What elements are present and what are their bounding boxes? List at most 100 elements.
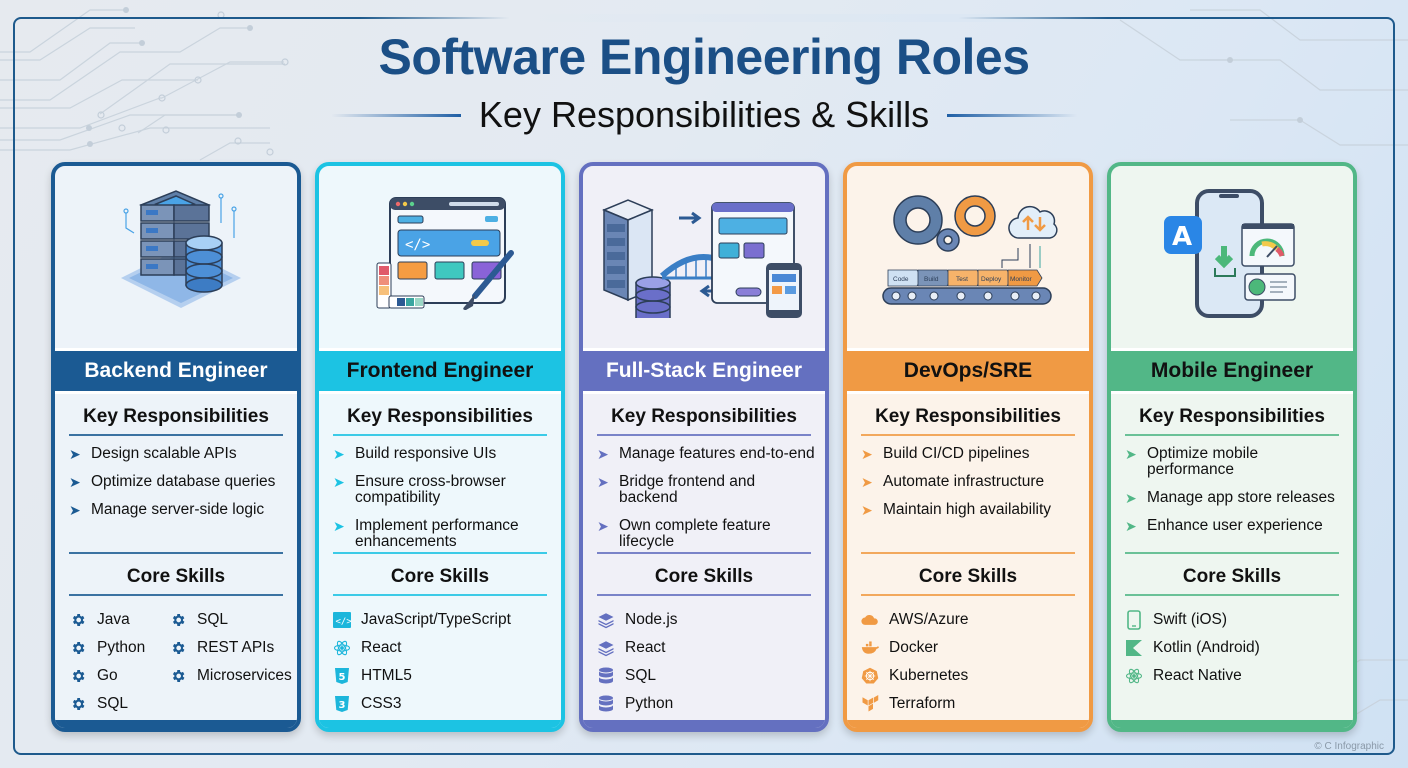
- svg-text:3: 3: [339, 700, 346, 711]
- skill-item: Swift (iOS): [1125, 606, 1343, 634]
- skill-item: </>JavaScript/TypeScript: [333, 606, 551, 634]
- list-item: ➤Enhance user experience: [1125, 517, 1323, 535]
- section-divider: [597, 552, 811, 554]
- section-divider: [861, 434, 1075, 436]
- skill-item: Microservices: [169, 662, 292, 690]
- svg-text:Test: Test: [956, 276, 968, 283]
- svg-text:A: A: [1172, 222, 1192, 252]
- list-item: ➤Design scalable APIs: [69, 445, 237, 463]
- svg-text:Code: Code: [893, 276, 909, 283]
- svg-text:</>: </>: [405, 237, 430, 253]
- section-divider: [333, 434, 547, 436]
- arrow-bullet-icon: ➤: [597, 474, 609, 490]
- server-bridge-client-illustration: [583, 166, 825, 340]
- skill-item: SQL: [69, 690, 169, 718]
- card-backend-engineer: Backend Engineer Key Responsibilities ➤D…: [51, 162, 301, 732]
- css3-shield-icon: 3: [333, 695, 351, 713]
- subtitle-divider-right: [947, 113, 1078, 117]
- frame-top-fade: [360, 14, 1108, 22]
- arrow-bullet-icon: ➤: [861, 474, 873, 490]
- card-devops-sre: Code Build Test Deploy Monitor DevOps/SR…: [843, 162, 1093, 732]
- code-icon: </>: [333, 611, 351, 629]
- section-divider: [1125, 552, 1339, 554]
- page-title: Software Engineering Roles: [378, 29, 1030, 85]
- role-title: Backend Engineer: [55, 348, 297, 394]
- arrow-bullet-icon: ➤: [69, 446, 81, 462]
- skills-heading: Core Skills: [1182, 566, 1282, 587]
- responsibilities-list: ➤Build CI/CD pipelines ➤Automate infrast…: [847, 436, 1089, 548]
- responsibilities-list: ➤Design scalable APIs ➤Optimize database…: [55, 436, 297, 548]
- list-item: ➤Manage server-side logic: [69, 501, 265, 519]
- list-item: ➤Own complete feature lifecycle: [597, 517, 771, 550]
- skill-item: SQL: [169, 606, 289, 634]
- responsibilities-heading: Key Responsibilities: [83, 406, 269, 427]
- skills-list: Java Python Go SQL SQL REST APIs Microse…: [69, 606, 292, 718]
- svg-text:5: 5: [339, 672, 346, 683]
- svg-text:Build: Build: [924, 276, 939, 283]
- skill-item: React Native: [1125, 662, 1343, 690]
- responsibilities-heading: Key Responsibilities: [875, 406, 1061, 427]
- arrow-bullet-icon: ➤: [69, 502, 81, 518]
- role-title: DevOps/SRE: [847, 348, 1089, 394]
- mobile-app-illustration: A: [1111, 166, 1353, 340]
- responsibilities-list: ➤Optimize mobile performance ➤Manage app…: [1111, 436, 1353, 548]
- responsibilities-list: ➤Manage features end-to-end ➤Bridge fron…: [583, 436, 825, 550]
- docker-whale-icon: [861, 639, 879, 657]
- role-cards: Backend Engineer Key Responsibilities ➤D…: [51, 162, 1357, 732]
- database-icon: [597, 695, 615, 713]
- arrow-bullet-icon: ➤: [1125, 518, 1137, 534]
- skill-item: React: [333, 634, 551, 662]
- gear-icon: [69, 667, 87, 685]
- layers-icon: [597, 611, 615, 629]
- section-divider: [861, 552, 1075, 554]
- list-item: ➤Ensure cross-browser compatibility: [333, 473, 506, 506]
- ci-cd-pipeline-illustration: Code Build Test Deploy Monitor: [847, 166, 1089, 340]
- section-divider: [69, 594, 283, 596]
- gear-icon: [169, 639, 187, 657]
- skill-item: Python: [597, 690, 815, 718]
- svg-text:</>: </>: [336, 617, 352, 627]
- kotlin-icon: [1125, 639, 1143, 657]
- section-divider: [69, 552, 283, 554]
- gear-icon: [69, 639, 87, 657]
- skill-item: SQL: [597, 662, 815, 690]
- list-item: ➤Optimize database queries: [69, 473, 276, 491]
- section-divider: [861, 594, 1075, 596]
- svg-text:Deploy: Deploy: [981, 276, 1002, 283]
- role-title: Frontend Engineer: [319, 348, 561, 394]
- browser-ui-design-illustration: </>: [319, 166, 561, 340]
- skill-item: Kubernetes: [861, 662, 1079, 690]
- layers-icon: [597, 639, 615, 657]
- arrow-bullet-icon: ➤: [597, 446, 609, 462]
- kubernetes-helm-icon: [861, 667, 879, 685]
- gear-icon: [169, 611, 187, 629]
- skill-item: Node.js: [597, 606, 815, 634]
- arrow-bullet-icon: ➤: [597, 518, 609, 534]
- card-frontend-engineer: </> Frontend Engineer Key Responsibiliti…: [315, 162, 565, 732]
- list-item: ➤Manage features end-to-end: [597, 445, 815, 463]
- skill-item: Docker: [861, 634, 1079, 662]
- skills-heading: Core Skills: [654, 566, 754, 587]
- skills-list: Node.js React SQL Python: [597, 606, 815, 718]
- arrow-bullet-icon: ➤: [1125, 490, 1137, 506]
- skills-heading: Core Skills: [918, 566, 1018, 587]
- skills-heading: Core Skills: [126, 566, 226, 587]
- responsibilities-heading: Key Responsibilities: [1139, 406, 1325, 427]
- section-divider: [597, 434, 811, 436]
- skills-heading: Core Skills: [390, 566, 490, 587]
- gear-icon: [69, 695, 87, 713]
- smartphone-icon: [1125, 610, 1143, 630]
- subtitle-row: Key Responsibilities & Skills: [0, 94, 1408, 136]
- page-subtitle: Key Responsibilities & Skills: [478, 94, 930, 135]
- arrow-bullet-icon: ➤: [333, 474, 345, 490]
- html5-shield-icon: 5: [333, 667, 351, 685]
- section-divider: [1125, 434, 1339, 436]
- database-icon: [597, 667, 615, 685]
- list-item: ➤Manage app store releases: [1125, 489, 1335, 507]
- cloud-icon: [861, 611, 879, 629]
- arrow-bullet-icon: ➤: [1125, 446, 1137, 462]
- react-atom-icon: [1125, 667, 1143, 685]
- responsibilities-heading: Key Responsibilities: [347, 406, 533, 427]
